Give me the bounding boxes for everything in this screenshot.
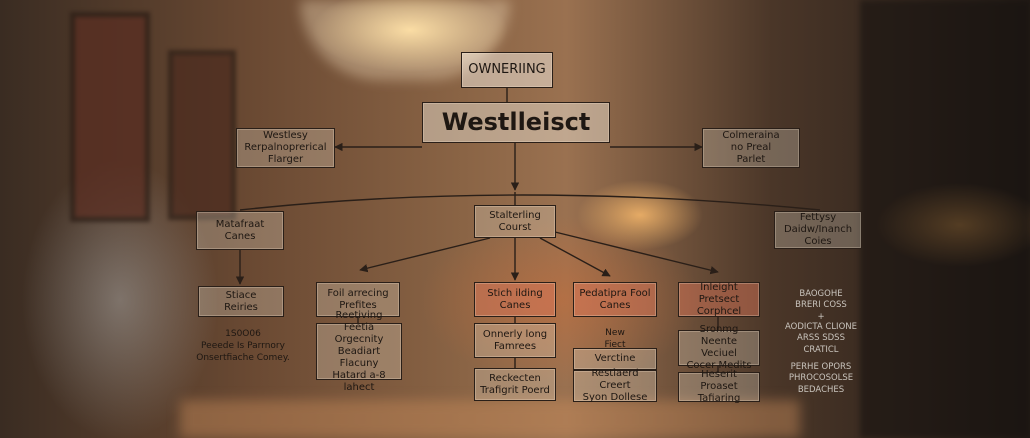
- node-right-upper-text: Colmeraina no Preal Parlet: [722, 130, 780, 165]
- node-low-2: Stich ilding Canes: [474, 282, 556, 317]
- node-box-4c-text: Heserit Proaset Tafiaring: [697, 369, 741, 404]
- node-box-3b-text: Verctine: [594, 353, 636, 364]
- node-left-upper-text: Westlesy Rerpalnoprerical Flarger: [244, 130, 327, 165]
- link-center-low3: [539, 237, 611, 277]
- left-note: 1S0O06 Peeede Is Parrnory Onsertfiache C…: [196, 329, 290, 364]
- node-box-4c: Heserit Proaset Tafiaring: [678, 369, 760, 404]
- node-low-3-text: Pedatipra Fool Canes: [579, 287, 651, 311]
- node-left-mid-text: Matafraat Canes: [215, 218, 265, 242]
- node-box-2c: Reckecten Trafigrit Poerd: [474, 368, 556, 401]
- node-right-upper: Colmeraina no Preal Parlet: [702, 128, 800, 168]
- node-box-2b-text: Onnerly long Famrees: [482, 328, 548, 352]
- top-label-text: OWNERIING: [468, 62, 546, 78]
- node-low-4-text: Inleight Pretsect Corphcel: [696, 281, 742, 317]
- link-arc: [239, 194, 821, 211]
- node-box-2b: Onnerly long Famrees: [474, 323, 556, 358]
- node-low-2-text: Stich ilding Canes: [487, 287, 543, 311]
- link-center-low1: [359, 237, 491, 273]
- node-low-1-text: Foil arrecing Prefites: [327, 287, 389, 311]
- node-box-3c-text: Restlaerd Creert Syon Dollese: [582, 368, 648, 403]
- node-box-1b: Reetiving Feetia Orgecnity Beadiart Flac…: [316, 310, 402, 393]
- wall-frame-left: [70, 12, 150, 222]
- right-note-3: PERHE OPORS PHROCOSOLSE BEDACHES: [788, 362, 854, 395]
- node-box-3c: Restlaerd Creert Syon Dollese: [573, 368, 657, 403]
- node-box-4b-text: Sronmg Neente Veciuel Cocer Medits: [686, 324, 752, 371]
- link-center-low4: [554, 231, 719, 275]
- node-box-2c-text: Reckecten Trafigrit Poerd: [480, 372, 550, 396]
- right-note-1: BAOGOHE BRERI COSS +: [795, 289, 847, 322]
- node-left-upper: Westlesy Rerpalnoprerical Flarger: [236, 128, 335, 168]
- node-left-low-text: Stiace Reiries: [224, 289, 258, 313]
- wall-frame-right: [168, 50, 236, 220]
- node-center-mid-text: Stalterling Courst: [489, 209, 541, 233]
- node-box-4b: Sronmg Neente Veciuel Cocer Medits: [678, 324, 760, 371]
- node-box-3b: Verctine: [573, 348, 657, 370]
- top-label-box: OWNERIING: [461, 52, 553, 88]
- node-center-mid: Stalterling Courst: [474, 205, 556, 238]
- title-box: Westlleisct: [422, 102, 610, 143]
- node-right-mid: Fettysy Daidw/Inanch Coies: [774, 211, 862, 249]
- node-low-4: Inleight Pretsect Corphcel: [678, 282, 760, 317]
- node-left-mid: Matafraat Canes: [196, 211, 284, 250]
- shelf-shadow: [860, 0, 1030, 438]
- table-glow: [180, 400, 800, 438]
- node-box-1b-text: Reetiving Feetia Orgecnity Beadiart Flac…: [332, 309, 386, 393]
- new-label: New Fiect: [604, 328, 626, 351]
- node-left-low: Stiace Reiries: [198, 286, 284, 317]
- title-text: Westlleisct: [441, 108, 591, 137]
- node-low-1: Foil arrecing Prefites: [316, 282, 400, 317]
- node-right-mid-text: Fettysy Daidw/Inanch Coies: [783, 212, 853, 247]
- node-low-3: Pedatipra Fool Canes: [573, 282, 657, 317]
- right-note-2: AODICTA CLIONE ARSS SDSS CRATICL: [785, 322, 857, 355]
